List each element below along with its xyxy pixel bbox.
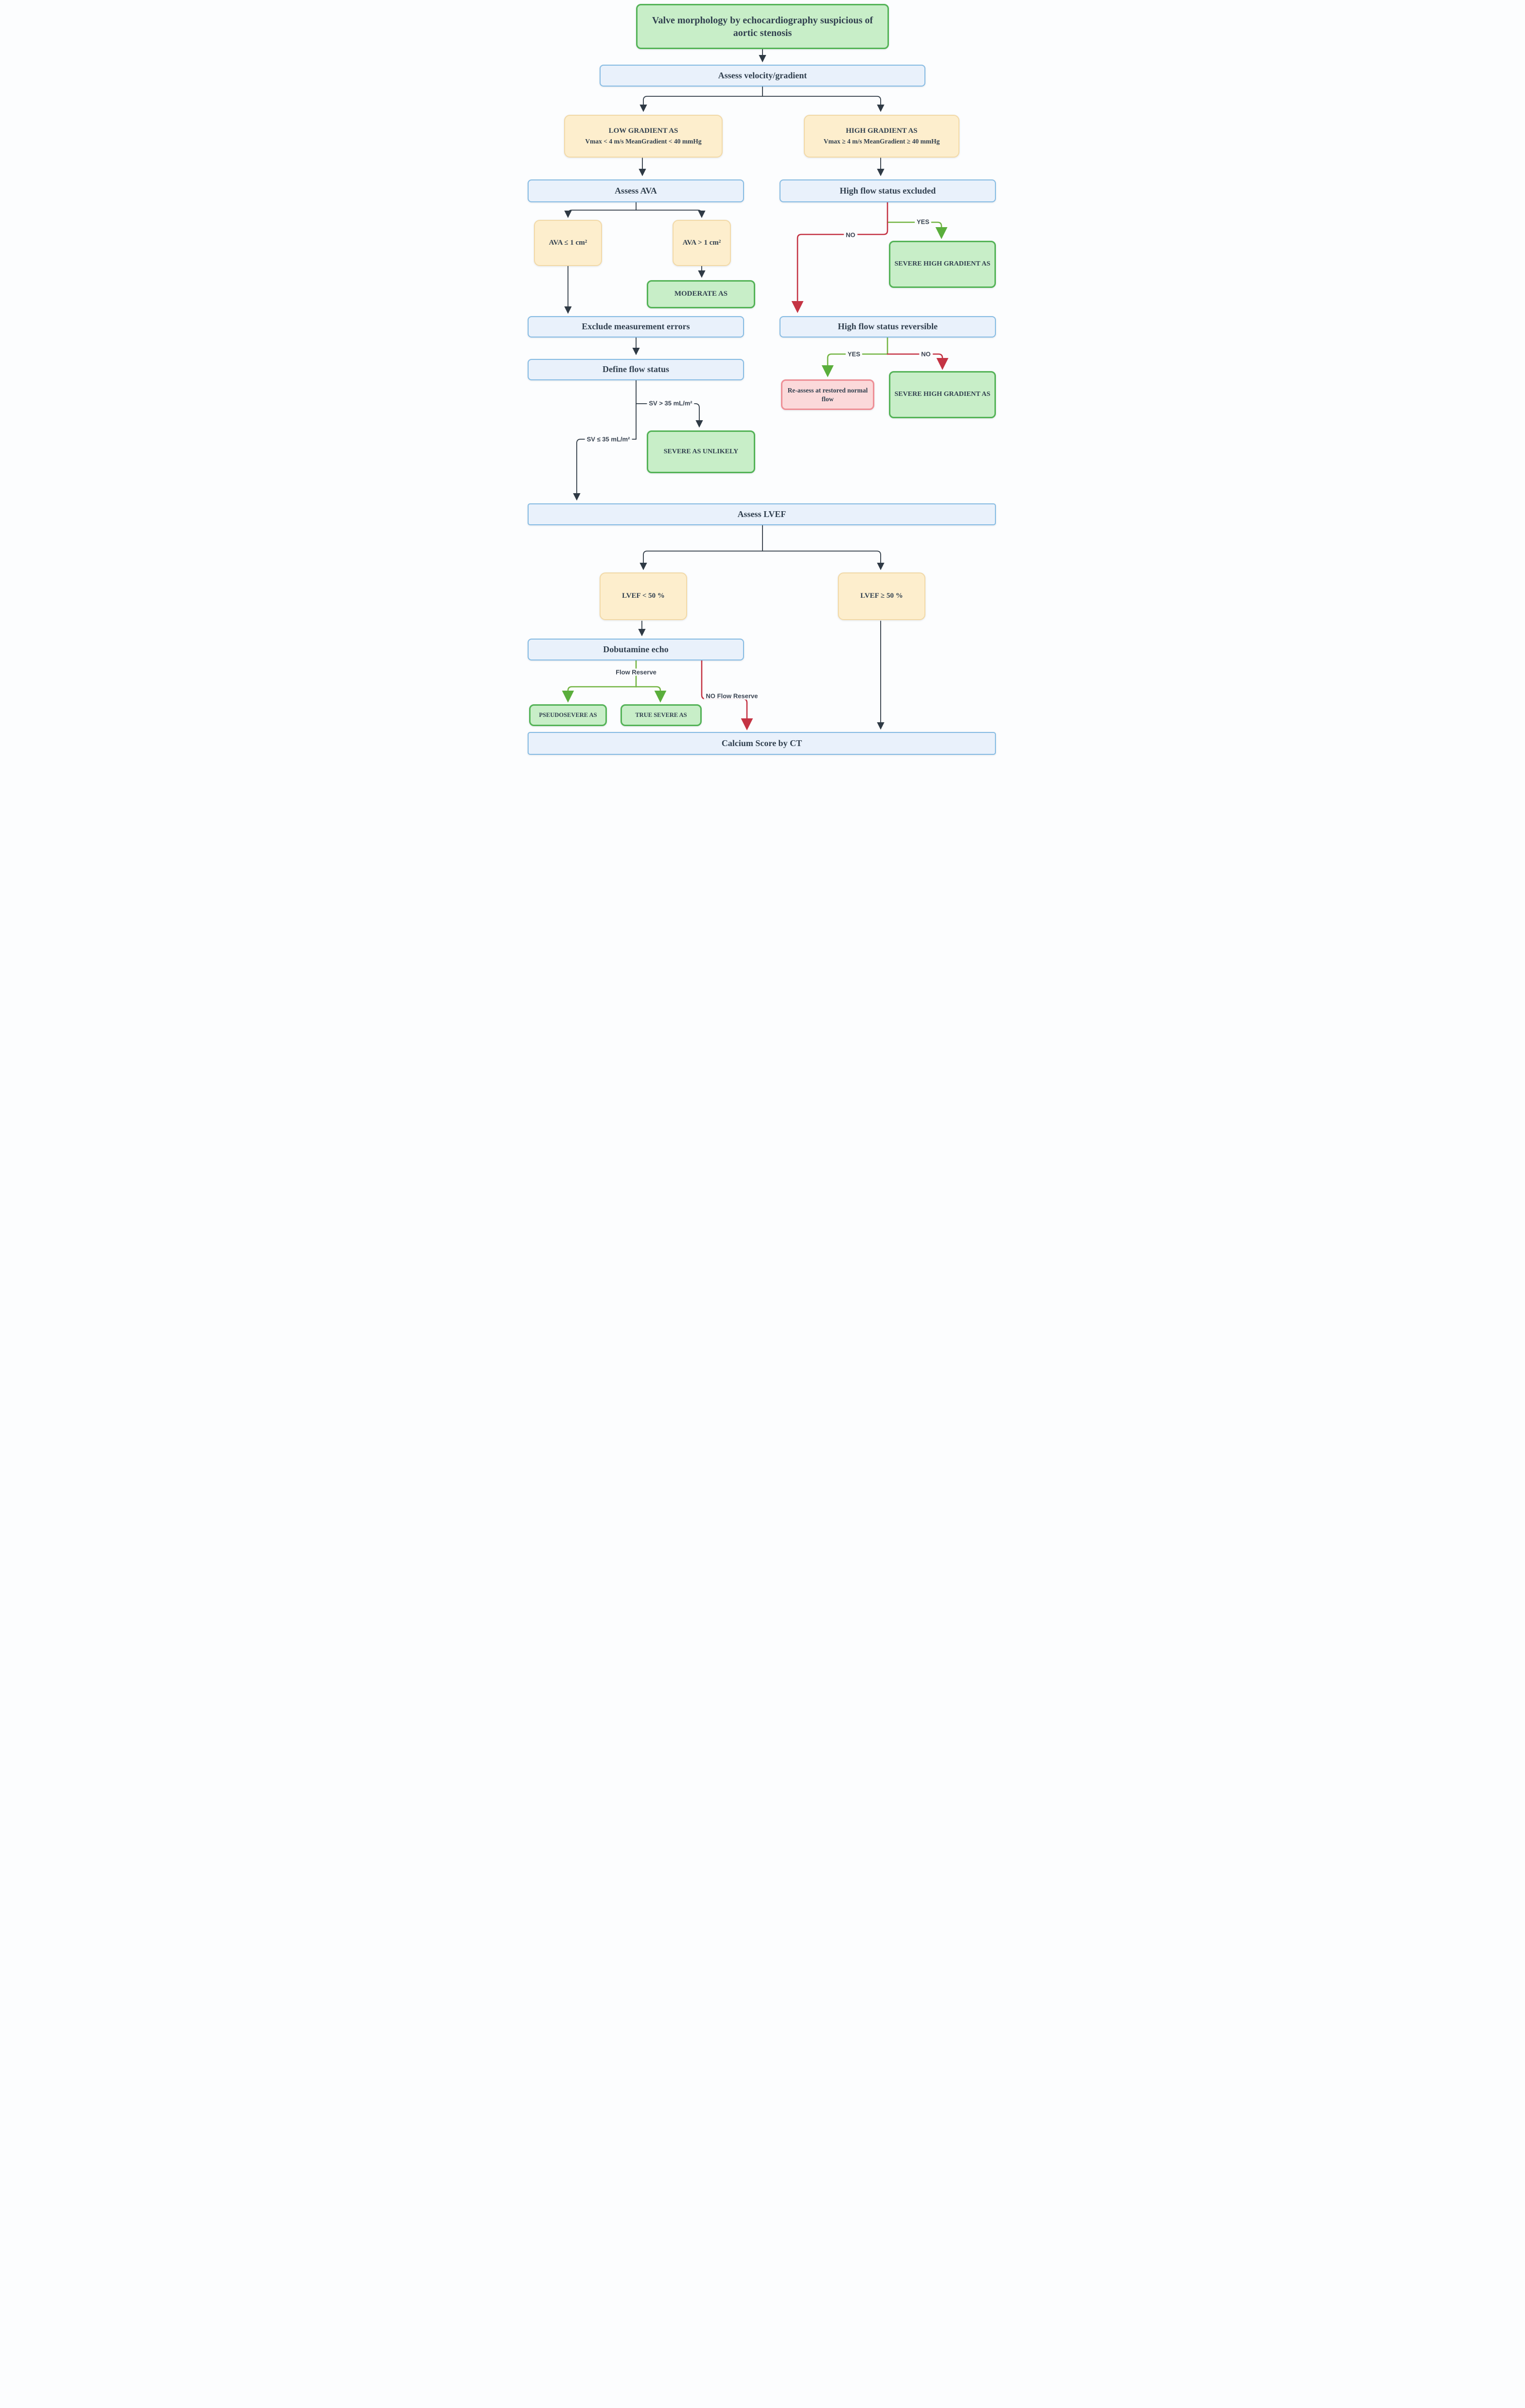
edge-label-sv-gt-35: SV > 35 mL/m² xyxy=(647,399,694,407)
node-high-flow-excluded: High flow status excluded xyxy=(780,179,996,202)
node-true-severe-as: TRUE SEVERE AS xyxy=(621,704,702,726)
edge-velocity-to-lowgradient xyxy=(639,96,763,112)
edge-velocity-to-highgradient xyxy=(762,96,885,112)
node-pseudosevere-as: PSEUDOSEVERE AS xyxy=(529,704,607,726)
connector-layer xyxy=(562,49,949,731)
node-low-gradient-sublabel: Vmax < 4 m/s MeanGradient < 40 mmHg xyxy=(585,137,702,145)
node-ava-le-1-label: AVA ≤ 1 cm² xyxy=(549,238,587,247)
node-exclude-errors: Exclude measurement errors xyxy=(528,316,744,338)
node-severe-high-gradient-2-label: SEVERE HIGH GRADIENT AS xyxy=(894,391,991,398)
node-title-label: Valve morphology by echocardiography sus… xyxy=(652,15,873,38)
edge-ava-to-le1 xyxy=(564,210,637,218)
flowchart-canvas: Valve morphology by echocardiography sus… xyxy=(519,0,1006,768)
node-severe-high-gradient-2: SEVERE HIGH GRADIENT AS xyxy=(889,371,996,418)
edge-label-yes-excluded: YES xyxy=(914,218,932,226)
node-high-flow-excluded-label: High flow status excluded xyxy=(839,185,936,196)
edge-lvef-to-lt50 xyxy=(639,551,763,571)
node-reassess-label: Re-assess at restored normal flow xyxy=(787,386,868,403)
node-severe-as-unlikely: SEVERE AS UNLIKELY xyxy=(647,430,755,473)
node-assess-ava-label: Assess AVA xyxy=(615,185,657,196)
node-high-flow-reversible: High flow status reversible xyxy=(780,316,996,338)
edge-label-no-excluded: NO xyxy=(844,231,857,239)
node-high-gradient-label: HIGH GRADIENT AS xyxy=(846,127,918,135)
edge-sv-le35 xyxy=(573,439,637,501)
node-calcium-score-label: Calcium Score by CT xyxy=(721,738,802,748)
edge-label-no-flow-reserve: NO Flow Reserve xyxy=(704,692,760,700)
node-ava-le-1: AVA ≤ 1 cm² xyxy=(534,220,602,266)
edge-flowreserve-to-truesevere xyxy=(635,686,667,703)
node-moderate-as-label: MODERATE AS xyxy=(674,290,728,298)
node-low-gradient: LOW GRADIENT AS Vmax < 4 m/s MeanGradien… xyxy=(564,115,723,158)
node-assess-lvef: Assess LVEF xyxy=(528,503,996,525)
edge-lvef-to-ge50 xyxy=(762,551,885,571)
edge-flowreserve-to-pseudosevere xyxy=(562,686,637,703)
node-moderate-as: MODERATE AS xyxy=(647,280,755,308)
node-low-gradient-label: LOW GRADIENT AS xyxy=(608,127,678,135)
node-ava-gt-1-label: AVA > 1 cm² xyxy=(682,238,721,247)
edge-label-no-reversible: NO xyxy=(919,350,933,358)
node-dobutamine-echo-label: Dobutamine echo xyxy=(603,644,669,654)
node-assess-velocity-label: Assess velocity/gradient xyxy=(718,70,807,80)
edge-label-flow-reserve: Flow Reserve xyxy=(614,668,658,676)
node-assess-ava: Assess AVA xyxy=(528,179,744,202)
edge-label-sv-le-35: SV ≤ 35 mL/m² xyxy=(585,435,632,443)
edge-ava-to-gt1 xyxy=(636,210,706,218)
edge-sv-gt35 xyxy=(636,403,703,428)
node-dobutamine-echo: Dobutamine echo xyxy=(528,639,744,660)
node-calcium-score: Calcium Score by CT xyxy=(528,732,996,755)
node-ava-gt-1: AVA > 1 cm² xyxy=(673,220,731,266)
node-severe-as-unlikely-label: SEVERE AS UNLIKELY xyxy=(663,447,739,455)
node-assess-lvef-label: Assess LVEF xyxy=(737,509,786,519)
node-define-flow: Define flow status xyxy=(528,359,744,380)
edge-reversible-yes xyxy=(821,353,888,377)
node-lvef-lt-50-label: LVEF < 50 % xyxy=(622,592,665,600)
node-reassess: Re-assess at restored normal flow xyxy=(781,379,874,410)
node-high-gradient: HIGH GRADIENT AS Vmax ≥ 4 m/s MeanGradie… xyxy=(804,115,959,158)
node-severe-high-gradient-1-label: SEVERE HIGH GRADIENT AS xyxy=(894,260,991,268)
node-lvef-lt-50: LVEF < 50 % xyxy=(600,572,687,620)
node-lvef-ge-50: LVEF ≥ 50 % xyxy=(838,572,925,620)
node-severe-high-gradient-1: SEVERE HIGH GRADIENT AS xyxy=(889,241,996,288)
node-exclude-errors-label: Exclude measurement errors xyxy=(582,321,690,332)
node-define-flow-label: Define flow status xyxy=(603,364,669,375)
node-pseudosevere-as-label: PSEUDOSEVERE AS xyxy=(539,712,597,719)
edge-excluded-no xyxy=(791,201,888,313)
node-high-gradient-sublabel: Vmax ≥ 4 m/s MeanGradient ≥ 40 mmHg xyxy=(823,137,940,145)
node-high-flow-reversible-label: High flow status reversible xyxy=(837,321,938,332)
edge-reversible-no xyxy=(887,353,949,370)
node-true-severe-as-label: TRUE SEVERE AS xyxy=(635,712,687,719)
node-title: Valve morphology by echocardiography sus… xyxy=(636,4,889,49)
node-lvef-ge-50-label: LVEF ≥ 50 % xyxy=(860,592,903,600)
edge-label-yes-reversible: YES xyxy=(845,350,863,358)
node-assess-velocity: Assess velocity/gradient xyxy=(600,65,925,87)
